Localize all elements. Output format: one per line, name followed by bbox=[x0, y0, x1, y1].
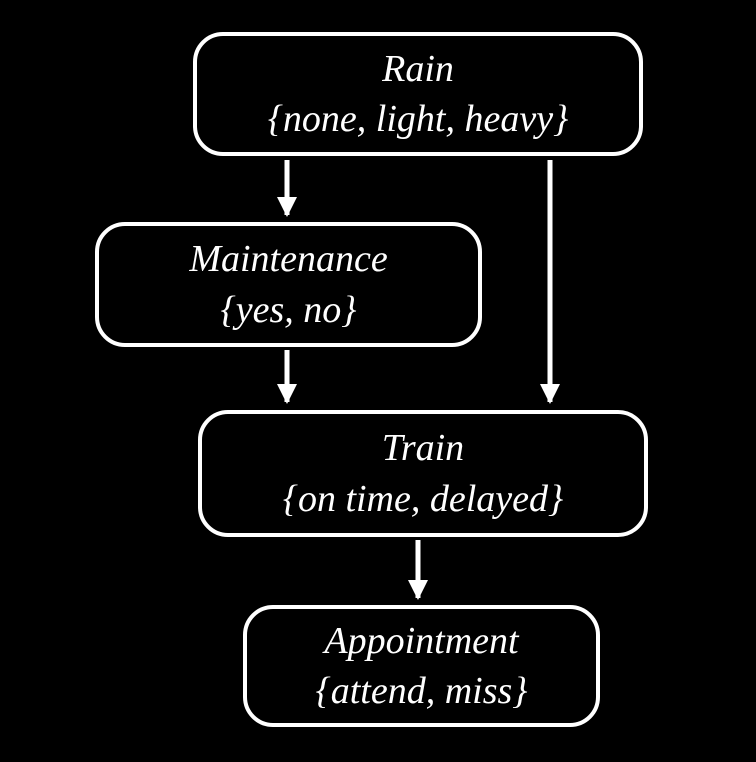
node-appointment-values: {attend, miss} bbox=[315, 670, 528, 712]
node-train-label: Train bbox=[381, 427, 465, 470]
node-appointment-label: Appointment bbox=[324, 619, 519, 662]
node-maintenance-label: Maintenance bbox=[189, 238, 388, 281]
node-rain-label: Rain bbox=[382, 47, 454, 90]
node-rain-values: {none, light, heavy} bbox=[267, 98, 569, 140]
node-rain: Rain {none, light, heavy} bbox=[193, 32, 643, 156]
node-maintenance-values: {yes, no} bbox=[220, 288, 357, 331]
node-appointment: Appointment {attend, miss} bbox=[243, 605, 600, 727]
node-train-values: {on time, delayed} bbox=[282, 477, 564, 520]
node-maintenance: Maintenance {yes, no} bbox=[95, 222, 482, 347]
node-train: Train {on time, delayed} bbox=[198, 410, 648, 537]
